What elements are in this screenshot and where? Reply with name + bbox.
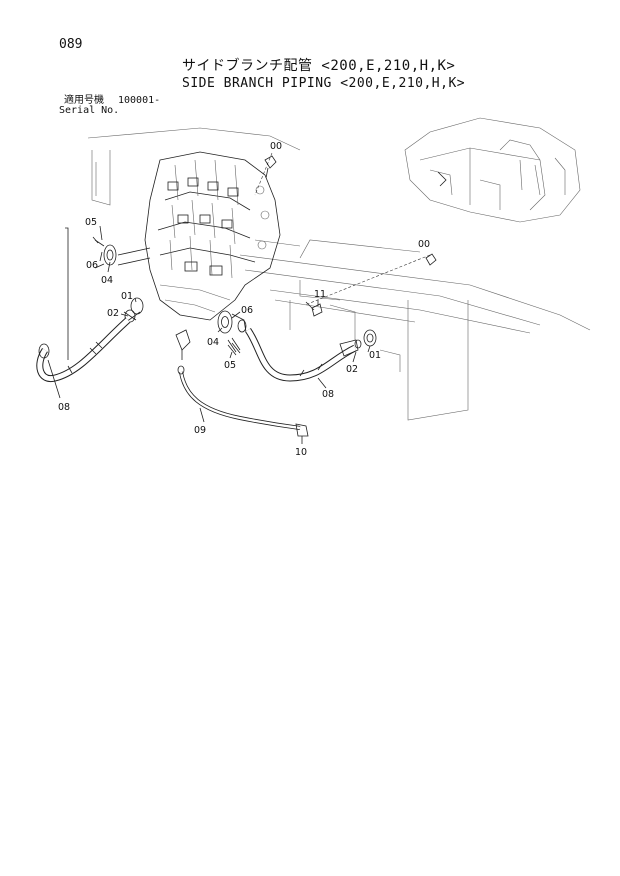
callout-00-right: 00 [418, 239, 430, 250]
fitting-left [123, 297, 144, 323]
callout-00-top: 00 [270, 141, 282, 152]
flange-middle [217, 310, 247, 353]
serial-number-value: 100001- [118, 95, 161, 106]
callout-11: 11 [314, 289, 326, 300]
callout-06-middle: 06 [241, 305, 253, 316]
callout-05-middle: 05 [224, 360, 236, 371]
bolt-00-top [264, 155, 277, 179]
hose-08-left [36, 317, 131, 383]
fitting-right [354, 329, 377, 349]
leader-lines [47, 152, 431, 444]
bolt-05-middle [227, 342, 241, 356]
engine-block [404, 117, 581, 223]
control-valve-assembly [117, 151, 281, 321]
title-japanese: サイドブランチ配管 <200,E,210,H,K> [182, 58, 456, 74]
flange-left [92, 236, 117, 269]
callout-01-right: 01 [369, 350, 381, 361]
callout-04-middle: 04 [207, 337, 219, 348]
serial-label-japanese: 適用号機 [64, 95, 104, 106]
callout-01-left: 01 [121, 291, 133, 302]
hose-08-right [245, 327, 359, 382]
callout-08-left: 08 [58, 402, 70, 413]
machine-frame [87, 127, 591, 421]
page-number: 089 [59, 37, 83, 52]
callout-02-right: 02 [346, 364, 358, 375]
callout-08-right: 08 [322, 389, 334, 400]
callout-labels: 00 00 05 06 04 01 02 08 06 04 05 09 10 1… [58, 141, 430, 458]
callout-06-left: 06 [86, 260, 98, 271]
callout-05-left: 05 [85, 217, 97, 228]
hose-09 [175, 329, 309, 437]
bolt-00-right [425, 253, 437, 266]
serial-label-english: Serial No. [59, 105, 120, 116]
bolt-11 [305, 301, 323, 317]
callout-02-left: 02 [107, 308, 119, 319]
callout-04-left: 04 [101, 275, 113, 286]
title-english: SIDE BRANCH PIPING <200,E,210,H,K> [182, 76, 466, 91]
callout-09: 09 [194, 425, 206, 436]
callout-10: 10 [295, 447, 307, 458]
